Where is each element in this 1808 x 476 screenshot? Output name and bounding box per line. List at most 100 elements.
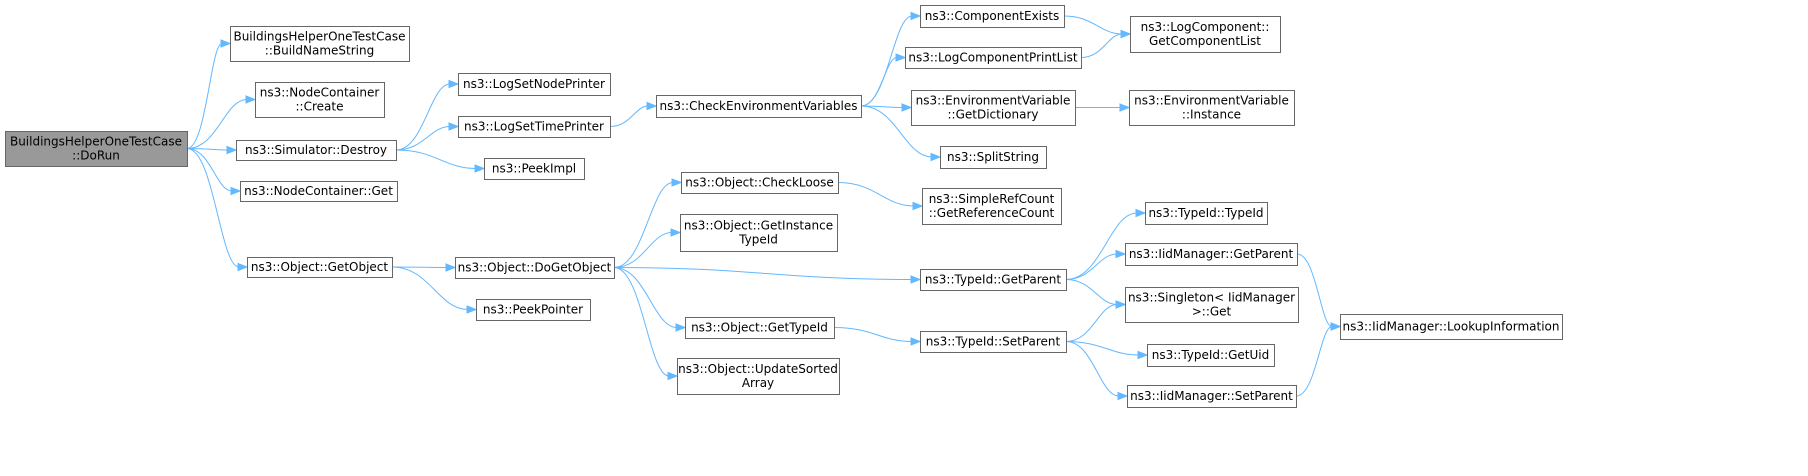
graph-node-lcgcl[interactable]: ns3::LogComponent::GetComponentList [1130,16,1281,53]
edge-cev-to-ss [860,105,942,162]
node-label: ns3::PeekImpl [492,162,576,176]
node-layer: BuildingsHelperOneTestCase::DoRunBuildin… [5,5,1563,408]
graph-node-lsnp[interactable]: ns3::LogSetNodePrinter [458,73,611,96]
node-label: ns3::LogComponentPrintList [908,51,1078,65]
node-box [1125,243,1298,266]
edge-evgd-to-evi [1075,103,1131,112]
graph-node-pp[interactable]: ns3::PeekPointer [476,299,591,321]
graph-node-lcpl[interactable]: ns3::LogComponentPrintList [905,47,1082,69]
graph-node-tisp[interactable]: ns3::TypeId::SetParent [920,331,1067,353]
edge-ogo-to-ousa [613,267,679,381]
node-box [905,47,1082,69]
edge-ogo-to-tigp [613,267,922,284]
graph-node-srcgrc[interactable]: ns3::SimpleRefCount::GetReferenceCount [922,188,1062,225]
edge-lcpl-to-lcgcl [1080,29,1132,58]
node-label: ns3::Singleton< IidManager [1128,291,1295,305]
node-label: ns3::IidManager::LookupInformation [1343,320,1560,334]
node-box [681,172,839,194]
graph-node-evi[interactable]: ns3::EnvironmentVariable::Instance [1129,90,1295,126]
node-label: ns3::SplitString [947,150,1039,164]
node-label: ns3::ComponentExists [925,9,1059,23]
node-box [240,181,398,202]
graph-node-ss[interactable]: ns3::SplitString [940,146,1047,169]
node-label: ns3::NodeContainer [260,86,380,100]
node-label: ns3::PeekPointer [483,303,583,317]
node-label: ::Instance [1182,108,1241,122]
node-label: ::GetReferenceCount [929,206,1055,220]
node-label: ::Create [296,100,344,114]
graph-node-imli[interactable]: ns3::IidManager::LookupInformation [1340,314,1563,340]
graph-node-cev[interactable]: ns3::CheckEnvironmentVariables [656,95,862,118]
node-label: ns3::TypeId::TypeId [1148,206,1263,220]
edge-sd-to-lsnp [395,79,460,151]
node-box [484,158,585,180]
node-label: ns3::CheckEnvironmentVariables [660,99,858,113]
node-box [247,257,393,278]
edge-tigp-to-imgp [1065,249,1127,280]
edge-ogo-to-ogit [613,228,682,268]
graph-node-evgd[interactable]: ns3::EnvironmentVariable::GetDictionary [911,90,1076,126]
node-box [458,73,611,96]
graph-node-ce[interactable]: ns3::ComponentExists [920,5,1065,28]
node-label: ns3::Object::GetInstance [684,219,833,233]
node-label: ns3::Object::GetObject [251,260,389,274]
edge-sd-to-lstp [395,122,460,151]
edge-ogo-to-ogti [613,267,687,332]
graph-node-ncg[interactable]: ns3::NodeContainer::Get [240,181,398,202]
node-box [920,331,1067,353]
graph-node-root[interactable]: BuildingsHelperOneTestCase::DoRun [5,131,188,167]
edge-sd-to-pi [395,149,486,173]
node-label: ns3::EnvironmentVariable [1134,94,1289,108]
node-label: ns3::LogComponent:: [1141,20,1270,34]
node-label: BuildingsHelperOneTestCase [10,135,182,149]
edge-root-to-ncg [186,148,242,196]
node-label: ns3::LogSetTimePrinter [464,120,604,134]
graph-node-pi[interactable]: ns3::PeekImpl [484,158,585,180]
node-box [1130,16,1281,53]
edge-tisp-to-imsp [1065,341,1129,401]
node-box [656,95,862,118]
node-label: ns3::TypeId::GetParent [925,273,1061,287]
edge-ocl-to-srcgrc [837,182,924,211]
graph-node-imgp[interactable]: ns3::IidManager::GetParent [1125,243,1298,266]
graph-node-ogo[interactable]: ns3::Object::DoGetObject [455,257,615,279]
edge-layer [186,11,1342,401]
node-box [680,214,838,252]
node-box [1340,314,1563,340]
edge-root-to-sd [186,145,238,155]
graph-node-lstp[interactable]: ns3::LogSetTimePrinter [458,116,611,138]
graph-node-titi[interactable]: ns3::TypeId::TypeId [1145,202,1268,225]
node-label: ::GetDictionary [947,108,1038,122]
graph-node-og[interactable]: ns3::Object::GetObject [247,257,393,278]
node-label: ns3::Object::DoGetObject [458,261,612,275]
node-label: ns3::IidManager::GetParent [1129,247,1294,261]
graph-node-ocl[interactable]: ns3::Object::CheckLoose [681,172,839,194]
node-box [940,146,1047,169]
edge-root-to-og [186,148,249,272]
graph-node-ncc[interactable]: ns3::NodeContainer::Create [255,82,385,118]
graph-node-bns[interactable]: BuildingsHelperOneTestCase::BuildNameStr… [230,26,410,62]
node-label: ns3::Object::UpdateSorted [678,362,838,376]
node-box [476,299,591,321]
graph-node-tigp[interactable]: ns3::TypeId::GetParent [920,269,1067,291]
edge-tisp-to-tigu [1065,341,1149,360]
edge-tisp-to-sgim [1065,300,1127,342]
graph-node-ogti[interactable]: ns3::Object::GetTypeId [685,317,835,339]
graph-node-sgim[interactable]: ns3::Singleton< IidManager>::Get [1125,287,1299,323]
node-label: ns3::Object::GetTypeId [691,321,828,335]
node-box [922,188,1062,225]
node-box [1125,287,1299,323]
graph-node-imsp[interactable]: ns3::IidManager::SetParent [1127,385,1297,408]
node-box [911,90,1076,126]
node-box [1145,202,1268,225]
node-box [1129,90,1295,126]
node-label: ::BuildNameString [265,44,374,58]
node-label: GetComponentList [1149,34,1261,48]
node-label: ns3::Simulator::Destroy [245,143,387,157]
graph-node-tigu[interactable]: ns3::TypeId::GetUid [1147,344,1275,367]
graph-node-sd[interactable]: ns3::Simulator::Destroy [236,140,397,161]
node-label: BuildingsHelperOneTestCase [233,30,405,44]
